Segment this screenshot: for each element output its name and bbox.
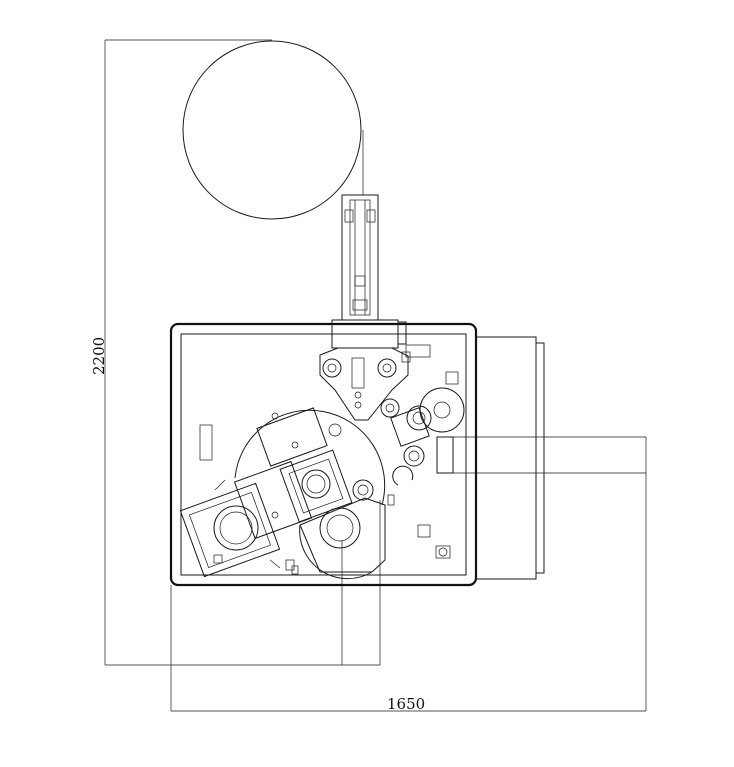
dimension-width-label: 1650 (387, 695, 425, 713)
hardware-details (213, 494, 395, 575)
machine-base (169, 322, 545, 587)
roller-group (380, 387, 465, 486)
chuck-station (233, 449, 353, 540)
applicator-station (179, 479, 281, 578)
feed-arm (341, 194, 379, 321)
turntable (234, 407, 386, 506)
product-bottle (299, 479, 386, 580)
dimension-height-label: 2200 (90, 337, 108, 375)
label-reel-circle (182, 40, 362, 220)
fixing-point-icon (435, 545, 451, 559)
head-assembly (319, 319, 431, 421)
dimension-lines (104, 39, 647, 712)
